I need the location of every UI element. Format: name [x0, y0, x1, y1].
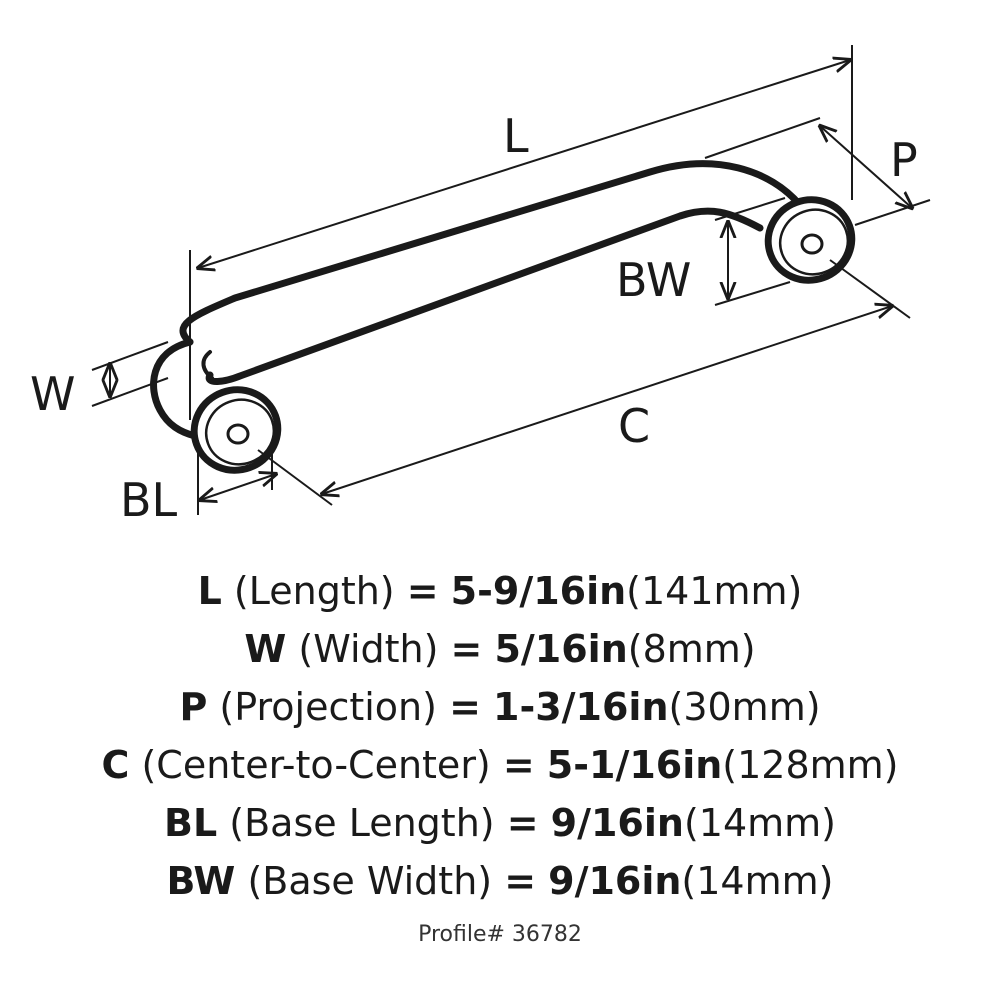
- profile-number: Profile# 36782: [418, 922, 582, 947]
- spec-row-length: L (Length) = 5-9/16in(141mm): [0, 562, 1000, 620]
- handle-dimension-diagram: L P BW W C BL: [30, 45, 931, 527]
- spec-code: C: [101, 743, 130, 787]
- spec-metric: (30mm): [668, 685, 821, 729]
- label-BL: BL: [120, 473, 178, 527]
- spec-metric: (14mm): [683, 801, 836, 845]
- label-W: W: [30, 367, 75, 421]
- spec-equals: =: [506, 801, 539, 845]
- spec-name: (Base Width): [247, 859, 493, 903]
- spec-metric: (141mm): [626, 569, 803, 613]
- spec-name: (Center-to-Center): [141, 743, 491, 787]
- dim-P-ext-top: [704, 117, 821, 159]
- spec-equals: =: [504, 859, 537, 903]
- spec-imperial: 9/16in: [550, 801, 684, 845]
- spec-equals: =: [450, 627, 483, 671]
- label-L: L: [503, 109, 529, 163]
- spec-imperial: 5-1/16in: [546, 743, 723, 787]
- handle-left-post: [150, 338, 199, 440]
- spec-name: (Width): [298, 627, 439, 671]
- spec-equals: =: [406, 569, 439, 613]
- spec-row-base-width: BW (Base Width) = 9/16in(14mm): [0, 852, 1000, 910]
- spec-code: P: [179, 685, 208, 729]
- spec-row-base-length: BL (Base Length) = 9/16in(14mm): [0, 794, 1000, 852]
- dim-L-line: [198, 60, 850, 268]
- spec-name: (Base Length): [229, 801, 495, 845]
- dim-C-line: [322, 306, 892, 494]
- spec-row-projection: P (Projection) = 1-3/16in(30mm): [0, 678, 1000, 736]
- spec-equals: =: [449, 685, 481, 729]
- spec-name: (Length): [233, 569, 395, 613]
- spec-metric: (14mm): [681, 859, 834, 903]
- spec-imperial: 5-9/16in: [450, 569, 627, 613]
- dim-BL-line: [200, 474, 276, 500]
- handle-bar-top-edge: [179, 160, 804, 346]
- spec-code: W: [244, 627, 287, 671]
- spec-imperial: 9/16in: [548, 859, 682, 903]
- label-BW: BW: [616, 253, 691, 307]
- spec-row-width: W (Width) = 5/16in(8mm): [0, 620, 1000, 678]
- dim-BW-ext-bottom: [714, 281, 791, 306]
- spec-code: L: [197, 569, 222, 613]
- right-base: [764, 196, 856, 284]
- spec-imperial: 1-3/16in: [493, 685, 669, 729]
- label-P: P: [890, 133, 918, 187]
- spec-equals: =: [502, 743, 535, 787]
- dim-BW-ext-top: [714, 197, 786, 221]
- spec-metric: (128mm): [722, 743, 899, 787]
- label-C: C: [618, 399, 650, 453]
- spec-metric: (8mm): [627, 627, 756, 671]
- spec-code: BW: [166, 859, 236, 903]
- dim-P-line: [820, 126, 912, 208]
- dim-P-ext-bottom: [854, 199, 931, 226]
- spec-code: BL: [164, 801, 218, 845]
- spec-name: (Projection): [219, 685, 437, 729]
- dim-W-ext-bottom: [91, 377, 169, 407]
- left-base: [190, 386, 282, 474]
- handle-left-post-inner: [201, 350, 214, 380]
- dimension-spec-list: L (Length) = 5-9/16in(141mm) W (Width) =…: [0, 562, 1000, 910]
- spec-imperial: 5/16in: [494, 627, 628, 671]
- dim-C-ext-right: [829, 259, 911, 319]
- spec-row-center-to-center: C (Center-to-Center) = 5-1/16in(128mm): [0, 736, 1000, 794]
- dim-C-ext-left: [257, 449, 333, 506]
